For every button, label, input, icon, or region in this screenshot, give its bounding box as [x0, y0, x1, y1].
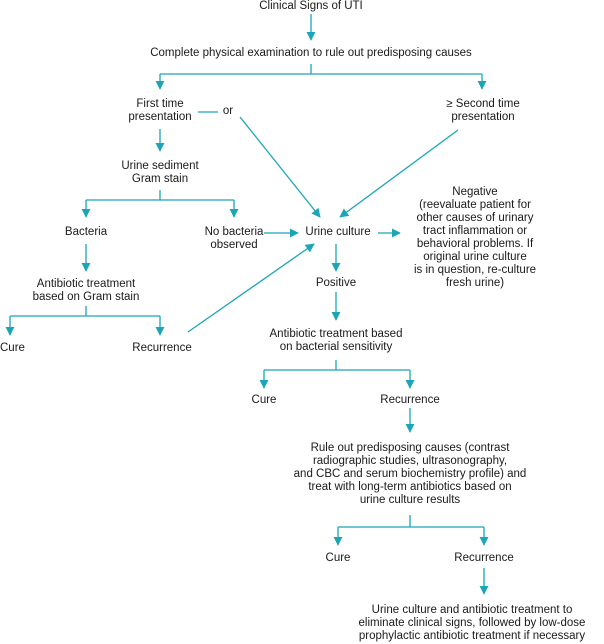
edge-or-to-culture — [239, 116, 321, 218]
node-bacteria: Bacteria — [64, 226, 108, 238]
edge-sediment-branch — [86, 190, 234, 201]
node-antibiotic-gram: Antibiotic treatment based on Gram stain — [32, 278, 140, 303]
edge-gram-branch — [10, 306, 160, 317]
node-second-time: ≥ Second time presentation — [446, 98, 520, 123]
edge-ruleout-branch — [338, 515, 484, 528]
node-recurrence-1: Recurrence — [132, 342, 192, 354]
node-urine-sediment: Urine sediment Gram stain — [121, 160, 199, 185]
node-antibiotic-sensitivity: Antibiotic treatment based on bacterial … — [269, 328, 403, 353]
node-cure-3: Cure — [325, 552, 351, 564]
node-positive: Positive — [315, 277, 357, 289]
node-rule-out: Rule out predisposing causes (contrast r… — [293, 442, 527, 506]
edge-second-to-culture — [339, 129, 459, 218]
node-or: or — [222, 105, 234, 117]
node-first-time: First time presentation — [128, 98, 192, 123]
node-cure-2: Cure — [251, 394, 277, 406]
node-no-bacteria: No bacteria observed — [204, 226, 264, 251]
node-negative: Negative (reevaluate patient for other c… — [413, 186, 537, 289]
node-final: Urine culture and antibiotic treatment t… — [358, 604, 586, 642]
node-clinical-signs: Clinical Signs of UTI — [259, 0, 363, 12]
node-recurrence-3: Recurrence — [454, 552, 514, 564]
edge-recurrence1-to-culture — [187, 243, 315, 333]
edge-exam-branch — [160, 64, 482, 75]
edge-sensitivity-branch — [264, 360, 410, 371]
node-physical-exam: Complete physical examination to rule ou… — [150, 47, 472, 59]
node-cure-1: Cure — [0, 342, 25, 354]
node-recurrence-2: Recurrence — [380, 394, 440, 406]
node-urine-culture: Urine culture — [305, 226, 371, 238]
